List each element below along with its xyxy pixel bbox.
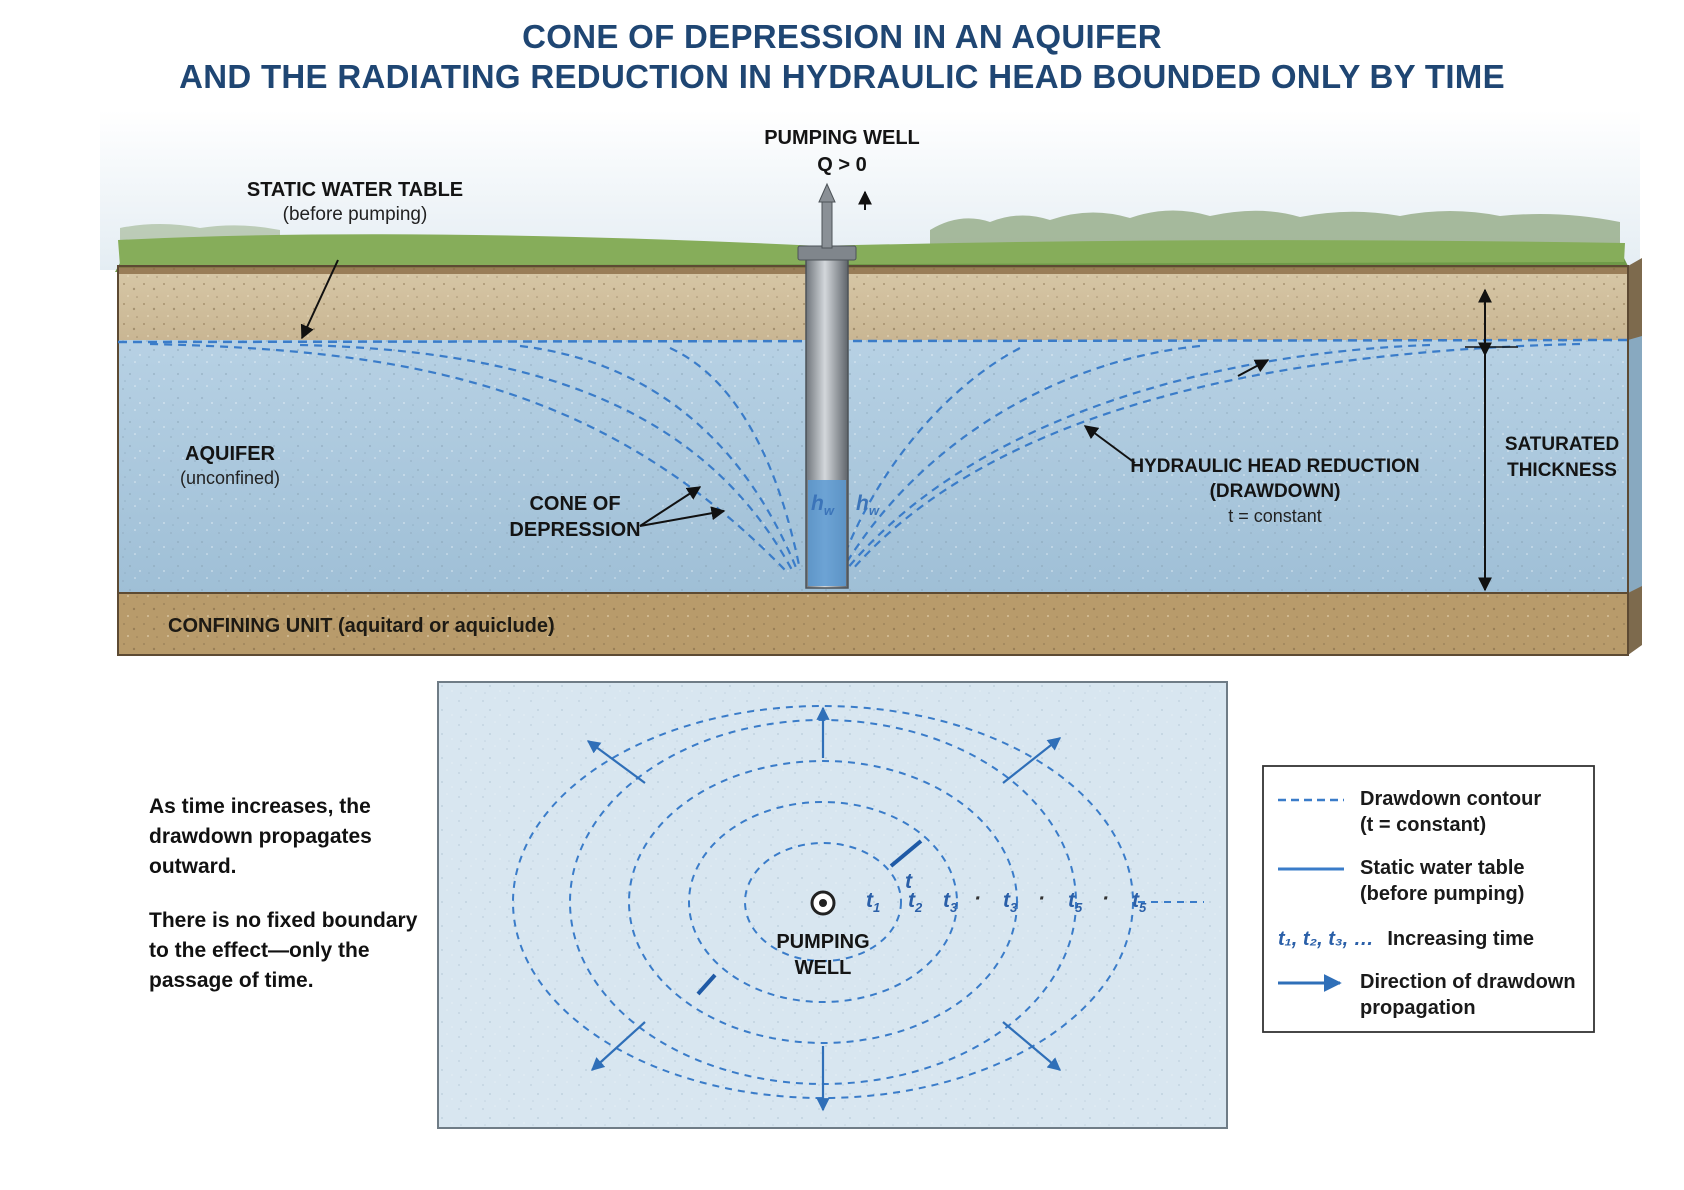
drawdown-label-2: (DRAWDOWN) — [1209, 481, 1341, 502]
hw-symbol-outside: hw — [856, 492, 879, 519]
note-paragraph-1: As time increases, the drawdown propagat… — [149, 795, 372, 878]
water-table-pointer — [300, 259, 339, 340]
static-water-table-label: STATIC WATER TABLE — [246, 179, 464, 201]
static-water-table-line — [117, 338, 1629, 344]
time-marker-label: t3 — [943, 889, 958, 916]
aquifer-sub: (unconfined) — [179, 468, 281, 488]
well-water — [808, 480, 846, 586]
cone-pointer-2 — [639, 506, 726, 527]
cone-label-1: CONE OF — [529, 493, 621, 515]
drawdown-contours — [149, 342, 1581, 571]
plan-well-label-1: PUMPING — [776, 931, 870, 953]
static-water-table-sub: (before pumping) — [282, 204, 428, 225]
time-marker-label: t5 — [1068, 889, 1083, 916]
plan-t-label: t — [905, 870, 912, 893]
well-pipe — [821, 199, 833, 249]
propagation-arrows — [586, 706, 1062, 1112]
time-dot-separator: · — [1102, 887, 1109, 910]
time-marker-label: t3 — [1003, 889, 1018, 916]
drawdown-pointer-2 — [1237, 359, 1270, 377]
pumping-rate-label: Q > 0 — [817, 154, 867, 176]
time-marker-label: t2 — [908, 889, 923, 916]
cone-label-2: DEPRESSION — [509, 519, 641, 541]
confining-unit-label: CONFINING UNIT (aquitard or aquiclude) — [168, 615, 555, 637]
time-marker-label: t5 — [1132, 889, 1147, 916]
grass-field — [118, 234, 1625, 266]
time-dot-separator: · — [1038, 887, 1045, 910]
pumping-well-label: PUMPING WELL — [764, 127, 920, 149]
drawdown-label-3: t = constant — [1228, 506, 1322, 526]
legend-box — [1262, 765, 1595, 1033]
drawdown-pointer — [1083, 425, 1136, 464]
tree-line — [930, 210, 1620, 250]
title-line-2: AND THE RADIATING REDUCTION IN HYDRAULIC… — [179, 58, 1505, 95]
drawdown-label-1: HYDRAULIC HEAD REDUCTION — [1130, 456, 1420, 477]
aquifer-label: AQUIFER — [185, 443, 275, 465]
note-paragraph-2: There is no fixed boundary to the effect… — [149, 909, 418, 992]
plan-well-label-2: WELL — [794, 957, 852, 979]
legend-item-contour: Drawdown contour(t = constant) — [1360, 788, 1542, 836]
saturated-label-2: THICKNESS — [1507, 460, 1617, 481]
saturated-label-1: SATURATED — [1504, 434, 1620, 455]
legend-item-time: t₁, t₂, t₃, … Increasing time — [1278, 928, 1535, 950]
cone-pointer-1 — [639, 486, 702, 527]
title-line-1: CONE OF DEPRESSION IN AN AQUIFER — [522, 18, 1162, 55]
time-dot-separator: · — [974, 887, 981, 910]
time-marker-label: t1 — [866, 889, 881, 916]
legend-item-static: Static water table(before pumping) — [1360, 857, 1525, 905]
up-arrow-icon — [818, 182, 836, 203]
hw-symbol-well: hw — [811, 492, 834, 519]
